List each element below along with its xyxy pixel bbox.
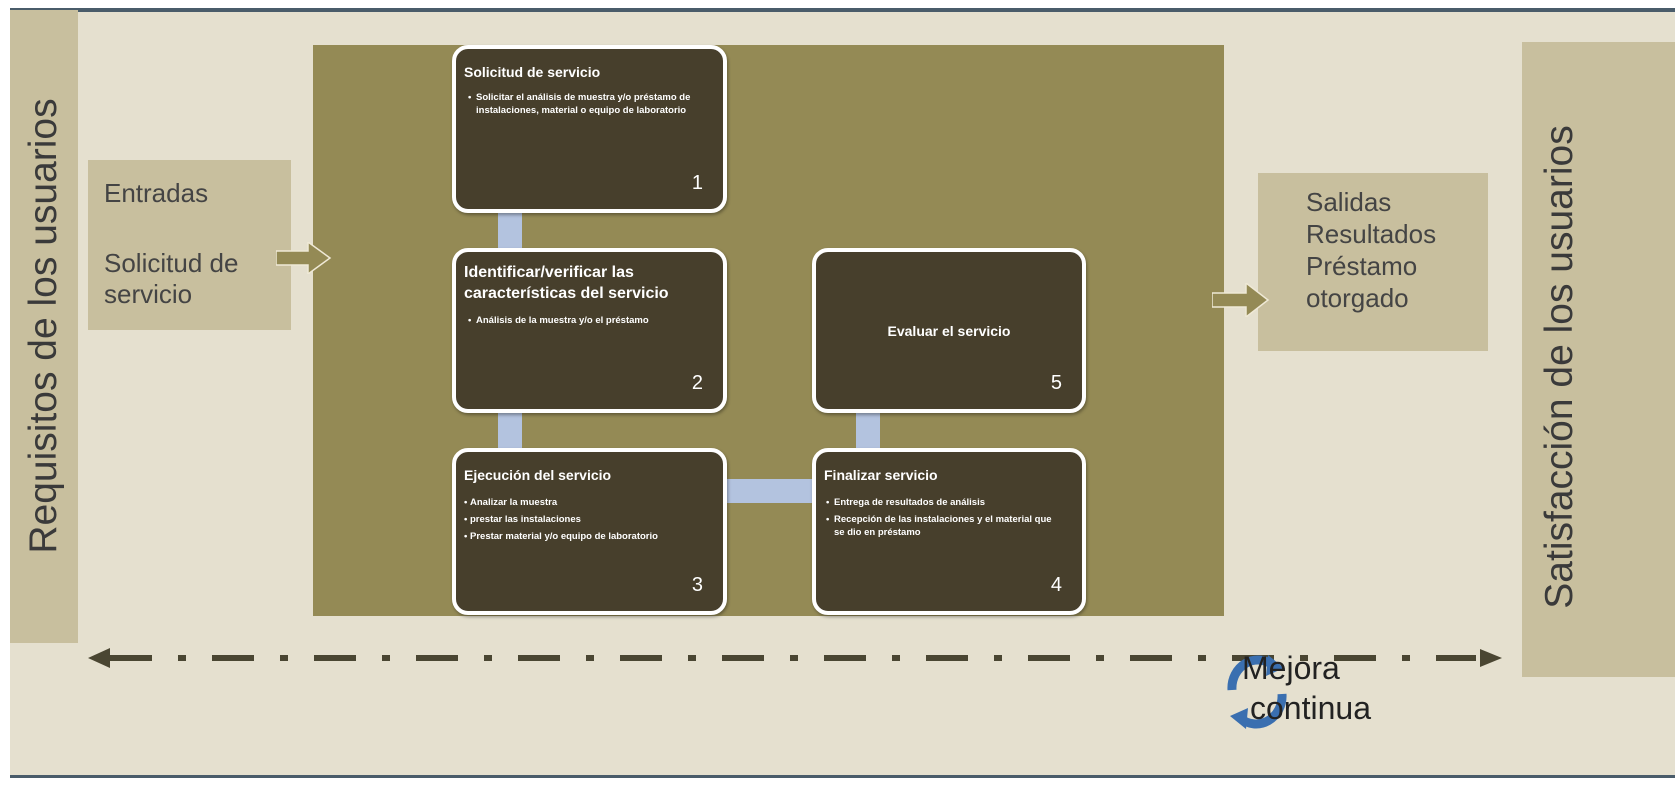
step-3-bullets: Analizar la muestra prestar las instalac… [464,496,683,547]
step-1-bullet: Solicitar el análisis de muestra y/o pré… [468,91,715,117]
input-arrow-icon [276,242,332,274]
step-3-bullet-1: Analizar la muestra [464,496,683,509]
step-2-number: 2 [691,372,703,394]
step-1-bullets: Solicitar el análisis de muestra y/o pré… [468,91,715,117]
outputs-line-2: Resultados [1306,219,1437,249]
step-1-box: Solicitud de servicio Solicitar el análi… [452,45,727,213]
inputs-line-2: servicio [104,279,193,309]
step-5-title: Evaluar el servicio [887,323,1011,339]
step-3-bullet-3: Prestar material y/o equipo de laborator… [464,530,683,543]
step-3-bullet-2: prestar las instalaciones [464,513,683,526]
improvement-line-2: continua [1250,690,1371,726]
outputs-line-1: Salidas [1306,187,1392,217]
step-3-number: 3 [691,574,703,596]
step-2-bullet: Análisis de la muestra y/o el préstamo [468,314,715,327]
outputs-box: Salidas Resultados Préstamo otorgado [1258,173,1488,351]
user-satisfaction-label: Satisfacción de los usuarios [1538,125,1581,609]
step-2-box: Identificar/verificar las característica… [452,248,727,413]
outputs-line-4: otorgado [1306,283,1409,313]
step-4-bullets: Entrega de resultados de análisis Recepc… [826,496,1052,539]
cycle-arrows-icon [1227,655,1287,729]
process-panel [313,45,1224,616]
connector-4-5 [856,411,880,451]
inputs-line-1: Solicitud de [104,248,239,278]
output-arrow-icon [1212,283,1270,317]
step-4-bullet-1: Entrega de resultados de análisis [826,496,1052,509]
right-side-bar [1522,42,1675,677]
step-3-title: Ejecución del servicio [464,467,612,483]
inputs-title: Entradas [104,178,209,208]
step-2-bullets: Análisis de la muestra y/o el préstamo [468,314,715,327]
connector-2-3 [498,411,522,451]
step-4-box: Finalizar servicio Entrega de resultados… [812,448,1086,615]
inputs-box: Entradas Solicitud de servicio [88,160,291,330]
connector-1-2 [498,211,522,251]
user-requirements-label: Requisitos de los usuarios [22,98,65,554]
step-4-number: 4 [1050,574,1062,596]
step-4-bullet-2: Recepción de las instalaciones y el mate… [826,513,1052,539]
step-1-title: Solicitud de servicio [464,64,601,80]
step-1-number: 1 [691,172,703,194]
step-5-box: Evaluar el servicio 5 [812,248,1086,413]
step-4-title: Finalizar servicio [824,467,938,483]
connector-3-4 [725,479,815,503]
step-2-title: Identificar/verificar las característica… [464,264,669,302]
left-side-bar [10,10,78,643]
outputs-line-3: Préstamo [1306,251,1418,281]
step-3-box: Ejecución del servicio Analizar la muest… [452,448,727,615]
improvement-line-1: Mejora [1242,650,1340,686]
step-5-number: 5 [1050,372,1062,394]
